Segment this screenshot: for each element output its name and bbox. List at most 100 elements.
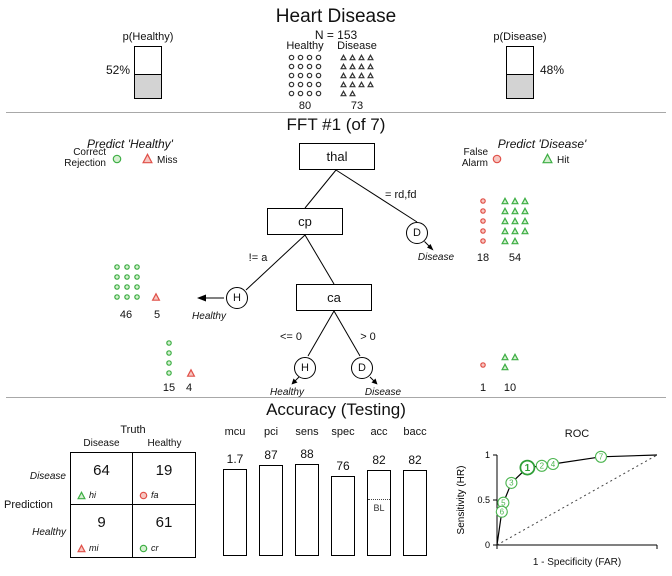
cm-tag-fa: fa [139, 490, 159, 500]
icon-array-false-alarms-cue3 [478, 360, 488, 370]
page-title: Heart Disease [275, 6, 397, 27]
disease-count: 73 [350, 100, 364, 112]
exit-node-disease-1-letter: D [413, 227, 421, 239]
tree-node-ca-label: ca [327, 290, 341, 305]
tree-node-thal-label: thal [326, 149, 348, 164]
exit-node-healthy-2: H [294, 357, 316, 379]
count-false-alarms-cue3: 1 [479, 382, 487, 394]
svg-text:0: 0 [485, 540, 490, 550]
svg-text:5: 5 [501, 499, 506, 508]
confusion-matrix: 64 hi 19 fa 9 mi 61 cr [70, 452, 196, 558]
cm-cell-hi: 64 hi [71, 453, 133, 505]
p-healthy-value: 52% [105, 63, 130, 77]
mi-marker-icon [77, 543, 86, 553]
p-healthy-bar-fill [135, 73, 161, 98]
p-disease-value: 48% [540, 63, 565, 77]
divider-bottom [6, 397, 666, 398]
legend-false-alarm-label: False Alarm [461, 147, 488, 169]
cm-cell-fa: 19 fa [133, 453, 195, 505]
svg-text:1: 1 [485, 450, 490, 460]
fa-marker-icon [139, 491, 148, 500]
p-disease-bar [506, 46, 534, 99]
svg-text:0.5: 0.5 [477, 495, 490, 505]
count-hits-cue1: 54 [508, 252, 522, 264]
false-alarm-icon [492, 154, 502, 164]
branch-label-gt-0: > 0 [360, 331, 376, 343]
prediction-row-disease: Disease [29, 471, 66, 482]
cm-tag-cr-text: cr [151, 543, 159, 553]
exit-node-healthy-1: H [226, 287, 248, 309]
truth-label: Truth [120, 424, 146, 436]
prediction-row-healthy: Healthy [32, 527, 66, 538]
cm-tag-hi: hi [77, 490, 96, 500]
legend-hit-label: Hit [557, 155, 570, 166]
branch-label-not-a: != a [248, 252, 268, 264]
cm-tag-hi-text: hi [89, 490, 97, 500]
legend-correct-rejection-label: Correct Rejection [64, 147, 106, 169]
icon-array-hits-cue1 [500, 196, 530, 246]
cm-value-fa: 19 [155, 462, 173, 479]
cm-tag-fa-text: fa [151, 490, 159, 500]
p-disease-label: p(Disease) [493, 31, 547, 43]
cm-value-hi: 64 [93, 462, 110, 479]
svg-text:Sensitivity (HR): Sensitivity (HR) [456, 466, 467, 535]
svg-text:7: 7 [599, 453, 604, 462]
cm-value-mi: 9 [97, 514, 106, 531]
hit-icon [542, 153, 553, 164]
prediction-label: Prediction [4, 499, 53, 511]
cm-cell-mi: 9 mi [71, 505, 133, 557]
exit-node-disease-1: D [406, 222, 428, 244]
branch-label-rdfd: = rd,fd [385, 189, 417, 201]
count-false-alarms-cue1: 18 [476, 252, 490, 264]
cm-cell-cr: 61 cr [133, 505, 195, 557]
count-hits-cue3: 10 [503, 382, 517, 394]
tree-node-ca: ca [296, 284, 372, 311]
icon-array-correct-rejections-cue3 [164, 338, 174, 378]
exit-node-healthy-1-letter: H [233, 292, 241, 304]
svg-text:2: 2 [540, 462, 545, 471]
tree-node-thal: thal [299, 143, 375, 170]
svg-text:6: 6 [500, 508, 505, 517]
cm-value-cr: 61 [155, 514, 173, 531]
branch-label-le-0: <= 0 [279, 331, 303, 343]
p-healthy-bar [134, 46, 162, 99]
exit-label-disease-1: Disease [417, 252, 455, 263]
tree-node-cp: cp [267, 208, 343, 235]
icon-array-misses-cue3 [186, 368, 196, 378]
hi-marker-icon [77, 490, 86, 500]
count-correct-rejections-cue3: 15 [162, 382, 176, 394]
cr-marker-icon [139, 544, 148, 553]
predict-healthy-header: Predict 'Healthy' [87, 137, 173, 151]
svg-text:4: 4 [551, 460, 556, 469]
healthy-icon-array [287, 53, 323, 98]
legend-miss-label: Miss [157, 155, 178, 166]
roc-title: ROC [564, 428, 590, 440]
miss-icon [142, 153, 153, 164]
count-correct-rejections-cue2: 46 [119, 309, 133, 321]
cm-tag-mi-text: mi [89, 543, 99, 553]
accuracy-title: Accuracy (Testing) [266, 400, 406, 419]
exit-label-healthy-1: Healthy [192, 311, 226, 322]
icon-array-misses-cue2 [151, 292, 161, 302]
p-disease-bar-fill [507, 73, 533, 98]
count-misses-cue3: 4 [185, 382, 193, 394]
healthy-count: 80 [298, 100, 312, 112]
correct-rejection-icon [112, 154, 122, 164]
exit-node-disease-2: D [351, 357, 373, 379]
exit-label-disease-2: Disease [364, 387, 402, 398]
p-healthy-label: p(Healthy) [122, 31, 174, 43]
truth-col-healthy: Healthy [147, 438, 182, 449]
sample-size-label: N = 153 [314, 28, 358, 42]
exit-label-healthy-2: Healthy [270, 387, 304, 398]
exit-node-healthy-2-letter: H [301, 362, 309, 374]
roc-xlabel: 1 - Specificity (FAR) [532, 557, 622, 568]
fft-title: FFT #1 (of 7) [286, 115, 386, 134]
